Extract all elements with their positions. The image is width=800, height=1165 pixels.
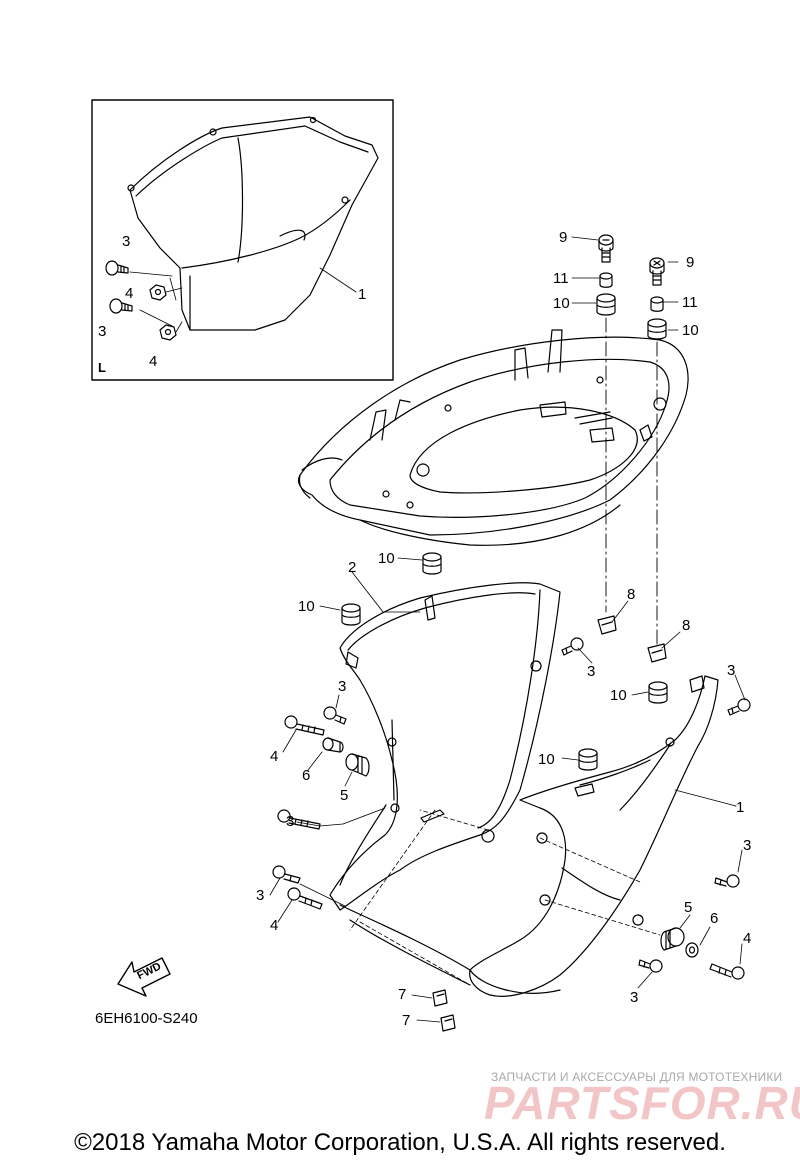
callout-label: 4 — [149, 353, 157, 370]
callout-label: 3 — [256, 887, 264, 904]
bolt-3-e — [272, 865, 301, 884]
fwd-arrow-icon — [117, 957, 171, 997]
callout-label: 4 — [125, 285, 133, 302]
inset-tag-label: L — [98, 360, 106, 375]
bolt-3-g — [638, 959, 663, 973]
callout-label: 10 — [298, 598, 315, 615]
plate-7-a — [432, 989, 448, 1007]
grommet-10-b — [341, 603, 361, 626]
callout-label: 10 — [553, 295, 570, 312]
bolt-4-b — [287, 887, 323, 910]
inset-side-cover — [127, 116, 379, 331]
callout-label: 1 — [736, 799, 744, 816]
callout-label: 8 — [627, 586, 635, 603]
bolt-3-d — [277, 809, 321, 830]
callout-label: 7 — [402, 1012, 410, 1029]
side-cover-part-1 — [469, 675, 719, 997]
callout-label: 5 — [340, 787, 348, 804]
callout-label: 4 — [270, 917, 278, 934]
bolt-9-left — [598, 234, 614, 263]
copyright-notice: ©2018 Yamaha Motor Corporation, U.S.A. A… — [74, 1129, 726, 1156]
callout-label: 11 — [682, 294, 698, 311]
grommet-10-right — [647, 318, 667, 340]
clip-8-b — [647, 643, 667, 663]
callout-label: 3 — [630, 989, 638, 1006]
callout-label: 3 — [98, 323, 106, 340]
bolt-4-c — [709, 963, 745, 980]
grommet-10-d — [578, 748, 598, 771]
callout-label: 1 — [358, 286, 366, 303]
inset-bolt-upper — [105, 260, 129, 276]
watermark-brand: PARTSFOR.RU — [484, 1077, 800, 1129]
callout-label: 10 — [538, 751, 555, 768]
callout-label: 9 — [559, 229, 567, 246]
callout-label: 10 — [610, 687, 627, 704]
bolt-3-c — [323, 706, 347, 725]
inset-nut-upper — [149, 284, 167, 301]
callout-label: 4 — [270, 748, 278, 765]
bolt-3-b — [727, 698, 751, 716]
callout-label: 2 — [348, 559, 356, 576]
collar-11-left — [599, 272, 613, 288]
damper-5-a — [345, 753, 370, 777]
callout-label: 6 — [302, 767, 310, 784]
collar-6-b — [685, 942, 699, 958]
collar-11-right — [650, 296, 664, 312]
damper-5-b — [660, 927, 685, 951]
watermark-tagline: ЗАПЧАСТИ И АКСЕССУАРЫ ДЛЯ МОТОТЕХНИКИ — [491, 1070, 783, 1084]
part-code: 6EH6100-S240 — [95, 1010, 198, 1027]
grommet-10-left — [596, 293, 616, 316]
callout-label: 10 — [682, 322, 699, 339]
callout-label: 11 — [553, 270, 569, 287]
bottom-cowling-base — [297, 329, 689, 546]
inset-frame — [91, 99, 394, 381]
callout-label: 3 — [122, 233, 130, 250]
callout-label: 7 — [398, 986, 406, 1003]
callout-label: 8 — [682, 617, 690, 634]
apron-part-2 — [329, 582, 561, 911]
inset-bolt-lower — [109, 298, 133, 314]
callout-label: 3 — [587, 663, 595, 680]
leader-lines — [269, 236, 746, 1023]
callout-label: 9 — [686, 254, 694, 271]
grommet-10-c — [648, 681, 668, 704]
bolt-3-f — [714, 874, 740, 888]
callout-label: 10 — [378, 550, 395, 567]
bolt-3-a — [561, 637, 584, 656]
bolt-9-right — [649, 257, 665, 286]
grommet-10-a — [422, 552, 442, 575]
callout-label: 5 — [684, 899, 692, 916]
bolt-4-a — [284, 715, 325, 736]
callout-label: 4 — [743, 930, 751, 947]
callout-label: 3 — [338, 678, 346, 695]
callout-label: 3 — [743, 837, 751, 854]
callout-label: 3 — [727, 662, 735, 679]
plate-7-b — [440, 1014, 456, 1032]
inset-nut-lower — [159, 324, 177, 341]
callout-label: 3 — [286, 813, 294, 830]
clip-8-a — [597, 615, 617, 635]
callout-label: 6 — [710, 910, 718, 927]
collar-6-a — [322, 737, 344, 753]
apron-lower-rail — [339, 904, 471, 986]
